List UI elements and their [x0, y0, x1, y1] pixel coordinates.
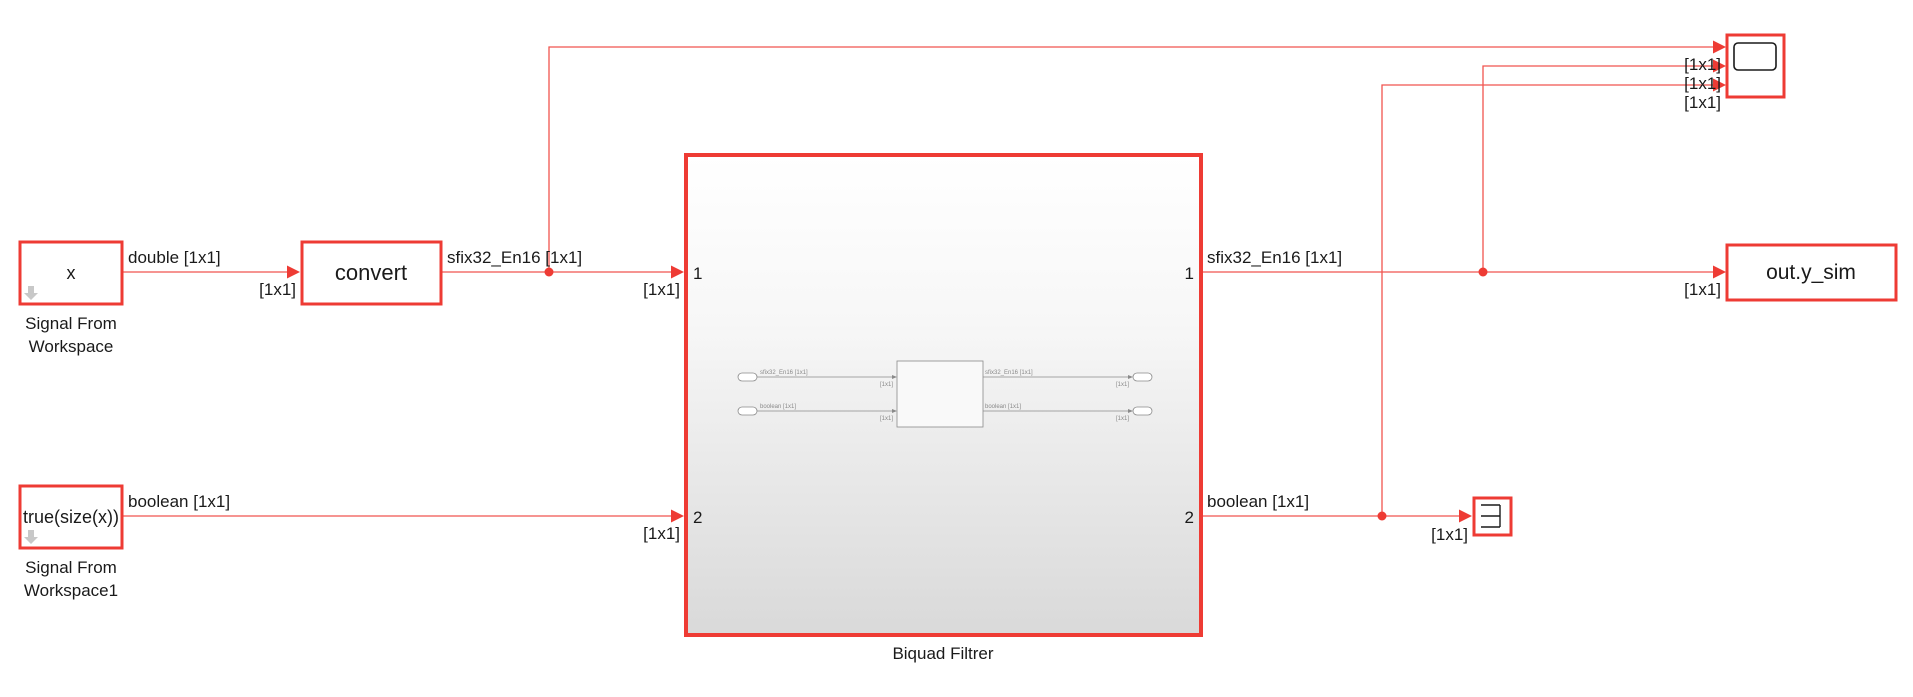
junction-dot — [1377, 511, 1387, 521]
signal-dim-label: [1x1] — [1684, 93, 1721, 112]
signal-type-label: sfix32_En16 [1x1] — [1207, 248, 1342, 267]
arrow-icon — [287, 265, 300, 279]
outport-oval — [1132, 406, 1153, 416]
preview-dim-label: [1x1] — [880, 382, 893, 388]
signal-dim-label: [1x1] — [643, 280, 680, 299]
block-name: Workspace1 — [24, 581, 118, 600]
wire-branch-to-scope-2[interactable] — [1482, 65, 1716, 272]
inport-oval — [737, 372, 758, 382]
signal-lines — [123, 46, 1716, 517]
arrow-icon — [892, 409, 897, 413]
wire-branch-to-scope-1[interactable] — [548, 46, 1716, 272]
subsystem-port-label: 1 — [693, 264, 702, 283]
data-type-conversion-block[interactable]: convert — [300, 240, 443, 306]
preview-dim-label: [1x1] — [1116, 416, 1129, 422]
preview-dim-label: [1x1] — [1116, 382, 1129, 388]
block-frame[interactable] — [1472, 496, 1513, 537]
block-name: Workspace — [29, 337, 114, 356]
arrow-icon — [1713, 265, 1726, 279]
arrow-icon — [1713, 59, 1726, 73]
terminator-block[interactable] — [1472, 496, 1513, 537]
signal-from-workspace1-block[interactable]: true(size(x)) Signal From Workspace1 — [18, 484, 124, 600]
preview-signal-label: boolean [1x1] — [760, 404, 796, 410]
junction-dot — [544, 267, 554, 277]
signal-type-label: boolean [1x1] — [128, 492, 230, 511]
arrow-icon — [671, 509, 684, 523]
signal-dim-label: [1x1] — [1431, 525, 1468, 544]
block-name: Biquad Filtrer — [892, 644, 993, 663]
signal-dim-label: [1x1] — [643, 524, 680, 543]
outport-block[interactable]: out.y_sim — [1725, 243, 1898, 302]
signal-labels: double [1x1] [1x1] sfix32_En16 [1x1] [1x… — [128, 55, 1721, 544]
signal-type-label: sfix32_En16 [1x1] — [447, 248, 582, 267]
wire-junctions — [544, 267, 1488, 521]
block-name: Signal From — [25, 558, 117, 577]
signal-type-label: double [1x1] — [128, 248, 221, 267]
biquad-filter-subsystem[interactable]: 1 2 1 2 sfix32_En16 [1x1] boolean [1x1] … — [684, 153, 1203, 663]
signal-dim-label: [1x1] — [1684, 55, 1721, 74]
preview-signal-label: boolean [1x1] — [985, 404, 1021, 410]
down-arrow-icon — [24, 286, 38, 300]
down-arrow-icon — [24, 530, 38, 544]
signal-type-label: boolean [1x1] — [1207, 492, 1309, 511]
block-content: out.y_sim — [1766, 261, 1856, 284]
junction-dot — [1478, 267, 1488, 277]
wire-branch-to-scope-3[interactable] — [1381, 84, 1716, 516]
block-name: Signal From — [25, 314, 117, 333]
signal-dim-label: [1x1] — [1684, 280, 1721, 299]
block-frame[interactable] — [300, 240, 443, 306]
signal-from-workspace-block[interactable]: x Signal From Workspace — [18, 240, 124, 356]
block-content: convert — [335, 260, 407, 285]
preview-inner-block — [896, 360, 984, 428]
arrow-icon — [1128, 409, 1133, 413]
arrow-icon — [1459, 509, 1472, 523]
terminator-icon — [1481, 504, 1501, 528]
signal-dim-label: [1x1] — [259, 280, 296, 299]
subsystem-port-label: 2 — [693, 508, 702, 527]
scope-block[interactable] — [1725, 33, 1786, 99]
outport-oval — [1132, 372, 1153, 382]
arrow-icon — [671, 265, 684, 279]
preview-signal-label: sfix32_En16 [1x1] — [760, 370, 808, 376]
scope-screen-icon — [1733, 42, 1777, 71]
arrow-icon — [892, 375, 897, 379]
preview-signal-label: sfix32_En16 [1x1] — [985, 370, 1033, 376]
subsystem-port-label: 1 — [1185, 264, 1194, 283]
wire-arrowheads — [287, 40, 1726, 523]
block-content: true(size(x)) — [23, 507, 119, 527]
signal-dim-label: [1x1] — [1684, 74, 1721, 93]
block-content: x — [67, 263, 76, 283]
preview-dim-label: [1x1] — [880, 416, 893, 422]
arrow-icon — [1713, 40, 1726, 54]
subsystem-port-label: 2 — [1185, 508, 1194, 527]
arrow-icon — [1713, 78, 1726, 92]
inport-oval — [737, 406, 758, 416]
arrow-icon — [1128, 375, 1133, 379]
subsystem-preview: sfix32_En16 [1x1] boolean [1x1] [1x1] [1… — [737, 360, 1153, 428]
block-frame[interactable] — [1725, 243, 1898, 302]
